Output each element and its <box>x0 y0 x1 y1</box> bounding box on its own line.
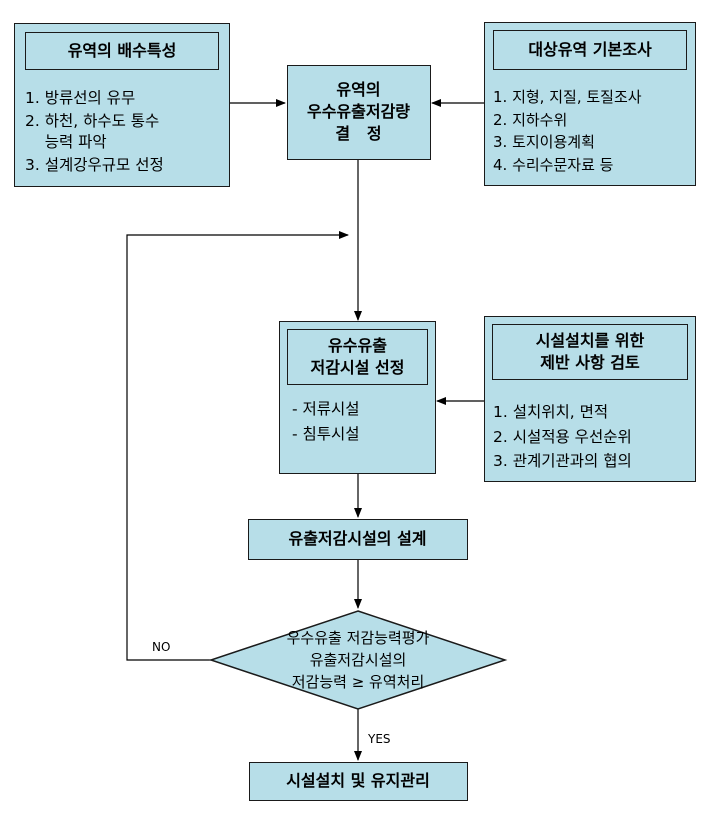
drainage-characteristics-panel: 유역의 배수특성 1. 방류선의 유무 2. 하천, 하수도 통수 능력 파악 … <box>14 23 230 187</box>
arrow-no-loop <box>126 231 349 661</box>
survey-item-3: 3. 토지이용계획 <box>493 133 595 151</box>
installation-maintenance-label: 시설설치 및 유지관리 <box>286 771 430 790</box>
survey-item-2: 2. 지하수위 <box>493 111 568 129</box>
review-item-3: 3. 관계기관과의 협의 <box>493 452 632 470</box>
runoff-reduction-amount-box: 유역의 우수유출저감량 결 정 <box>287 65 431 160</box>
facility-selection-title: 유수유출 저감시설 선정 <box>287 329 428 385</box>
yes-label: YES <box>368 732 391 746</box>
drainage-item-1: 1. 방류선의 유무 <box>25 89 136 107</box>
facility-title-line-1: 유수유출 <box>328 336 387 355</box>
facility-selection-panel: 유수유출 저감시설 선정 - 저류시설 - 침투시설 <box>279 321 436 474</box>
runoff-amount-line-1: 유역의 <box>336 80 381 99</box>
drainage-item-2: 2. 하천, 하수도 통수 <box>25 112 160 130</box>
installation-maintenance-box: 시설설치 및 유지관리 <box>249 762 468 801</box>
decision-line-3: 저감능력 ≥ 유역처리 <box>291 673 425 691</box>
facility-title-line-2: 저감시설 선정 <box>310 358 405 377</box>
facility-design-box: 유출저감시설의 설계 <box>248 519 468 560</box>
no-label: NO <box>152 640 171 654</box>
basic-survey-title: 대상유역 기본조사 <box>493 30 687 70</box>
decision-text: 우수유출 저감능력평가 유출저감시설의 저감능력 ≥ 유역처리 <box>238 626 478 694</box>
survey-item-1: 1. 지형, 지질, 토질조사 <box>493 88 642 106</box>
review-title-line-1: 시설설치를 위한 <box>535 331 645 350</box>
drainage-characteristics-title: 유역의 배수특성 <box>25 32 219 70</box>
decision-line-1: 우수유출 저감능력평가 <box>286 629 430 647</box>
drainage-item-2-cont: 능력 파악 <box>25 133 107 151</box>
facility-item-storage: - 저류시설 <box>292 400 360 418</box>
runoff-amount-line-2: 우수유출저감량 <box>306 102 411 121</box>
installation-review-title: 시설설치를 위한 제반 사항 검토 <box>492 324 688 380</box>
drainage-item-3: 3. 설계강우규모 선정 <box>25 156 164 174</box>
review-item-1: 1. 설치위치, 면적 <box>493 403 609 421</box>
survey-item-4: 4. 수리수문자료 등 <box>493 156 614 174</box>
basic-survey-panel: 대상유역 기본조사 1. 지형, 지질, 토질조사 2. 지하수위 3. 토지이… <box>484 22 696 186</box>
review-item-2: 2. 시설적용 우선순위 <box>493 428 632 446</box>
installation-review-panel: 시설설치를 위한 제반 사항 검토 1. 설치위치, 면적 2. 시설적용 우선… <box>484 316 696 482</box>
facility-design-label: 유출저감시설의 설계 <box>288 529 427 548</box>
runoff-amount-line-3: 결 정 <box>335 124 382 143</box>
review-title-line-2: 제반 사항 검토 <box>540 353 640 372</box>
decision-diamond <box>208 610 508 710</box>
facility-item-infiltration: - 침투시설 <box>292 425 360 443</box>
decision-line-2: 유출저감시설의 <box>309 651 407 669</box>
